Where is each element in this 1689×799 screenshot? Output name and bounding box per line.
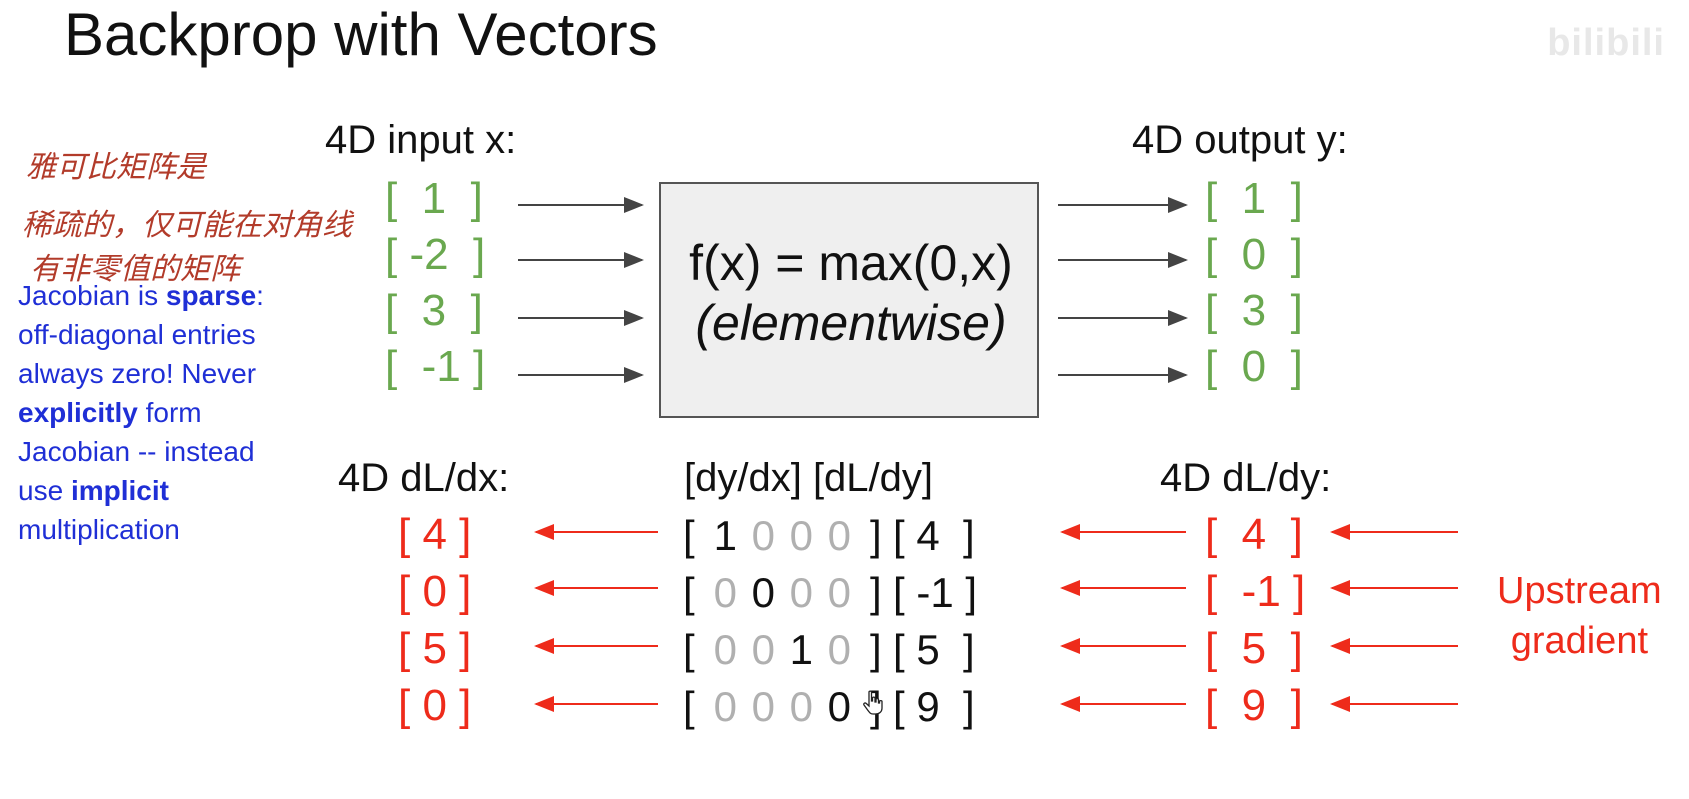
bracket: [ <box>683 626 707 673</box>
dldx-value: [ 4 ] <box>398 510 472 559</box>
bracket: ] <box>858 626 882 673</box>
dldy-column-value: [ 4 ] <box>893 512 975 559</box>
upstream-line2: gradient <box>1510 620 1649 662</box>
note-text: Jacobian is <box>18 280 166 311</box>
function-formula: f(x) = max(0,x) <box>689 235 1013 291</box>
function-elementwise: (elementwise) <box>695 295 1007 351</box>
handwritten-note-line1: 雅可比矩阵是 <box>26 150 206 185</box>
input-label: 4D input x: <box>325 118 517 162</box>
hand-cursor-icon <box>863 690 883 715</box>
function-box: f(x) = max(0,x) (elementwise) <box>659 182 1039 418</box>
input-value: [ -1 ] <box>385 342 486 391</box>
input-value: [ 3 ] <box>385 286 483 335</box>
bracket: [ <box>683 683 707 730</box>
note-bold-implicit: implicit <box>70 475 169 506</box>
jacobian-cell: 0 <box>789 512 814 559</box>
jacobian-cell: 0 <box>751 512 776 559</box>
jacobian-cell: 0 <box>789 569 814 616</box>
jacobian-cell: 0 <box>713 683 738 730</box>
jacobian-cell: 0 <box>751 683 776 730</box>
jacobian-cell: 0 <box>751 626 776 673</box>
dldx-value: [ 5 ] <box>398 624 472 673</box>
upstream-gradient-label: Upstream gradient <box>1497 566 1662 666</box>
note-text: Jacobian -- instead <box>18 436 255 467</box>
jacobian-cell: 0 <box>827 683 852 730</box>
jacobian-sparse-note: Jacobian is sparse: off-diagonal entries… <box>18 276 318 549</box>
note-bold-explicitly: explicitly <box>18 397 138 428</box>
dldy-value: [ 4 ] <box>1205 510 1303 559</box>
jacobian-cell: 0 <box>827 626 852 673</box>
bilibili-watermark: bilibili <box>1547 22 1665 64</box>
dldy-column-value: [ 5 ] <box>893 626 975 673</box>
dldy-column-value: [ 9 ] <box>893 683 975 730</box>
note-text: multiplication <box>18 514 180 545</box>
input-value: [ -2 ] <box>385 230 486 279</box>
jacobian-cell: 0 <box>789 683 814 730</box>
dldx-value: [ 0 ] <box>398 681 472 730</box>
output-value: [ 1 ] <box>1205 174 1303 223</box>
note-text: off-diagonal entries <box>18 319 256 350</box>
dldy-value: [ 9 ] <box>1205 681 1303 730</box>
upstream-line1: Upstream <box>1497 570 1662 612</box>
jacobian-cell: 0 <box>751 569 776 616</box>
jacobian-cell: 0 <box>713 569 738 616</box>
note-text: : <box>256 280 264 311</box>
dldy-value: [ 5 ] <box>1205 624 1303 673</box>
output-value: [ 3 ] <box>1205 286 1303 335</box>
jacobian-cell: 1 <box>713 512 738 559</box>
dldy-label: 4D dL/dy: <box>1160 456 1332 500</box>
dldx-value: [ 0 ] <box>398 567 472 616</box>
output-label: 4D output y: <box>1132 118 1348 162</box>
note-text: always zero! Never <box>18 358 257 389</box>
input-value: [ 1 ] <box>385 174 483 223</box>
slide-title: Backprop with Vectors <box>64 1 658 68</box>
jacobian-label: [dy/dx] [dL/dy] <box>684 456 934 500</box>
bracket: ] <box>858 512 882 559</box>
jacobian-cell: 0 <box>827 569 852 616</box>
bracket: [ <box>683 569 707 616</box>
dldy-column-value: [ -1 ] <box>893 569 978 616</box>
output-value: [ 0 ] <box>1205 342 1303 391</box>
jacobian-cell: 0 <box>713 626 738 673</box>
dldx-label: 4D dL/dx: <box>338 456 510 500</box>
handwritten-note-line3: 有非零值的矩阵 <box>30 252 240 287</box>
note-bold-sparse: sparse <box>165 280 257 311</box>
note-text: use <box>18 475 71 506</box>
bracket: [ <box>683 512 707 559</box>
dldy-value: [ -1 ] <box>1205 567 1306 616</box>
handwritten-note-line2: 稀疏的，仅可能在对角线 <box>22 208 352 243</box>
jacobian-cell: 0 <box>827 512 852 559</box>
note-text: form <box>137 397 202 428</box>
bracket: ] <box>858 569 882 616</box>
output-value: [ 0 ] <box>1205 230 1303 279</box>
jacobian-cell: 1 <box>789 626 814 673</box>
